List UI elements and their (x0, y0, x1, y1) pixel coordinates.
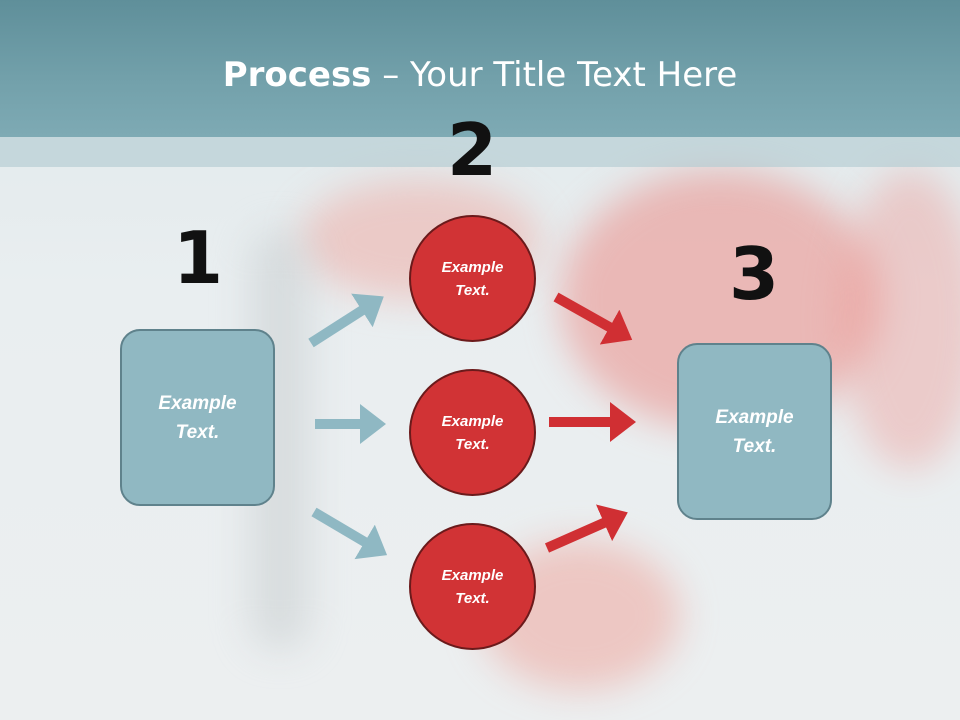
slide-title: Process – Your Title Text Here (0, 52, 960, 98)
process-circle-middle-label: Example Text. (441, 412, 504, 453)
title-band (0, 0, 960, 137)
process-circle-bottom-label: Example Text. (441, 566, 504, 607)
step-number-2: 2 (446, 108, 498, 192)
title-strip (0, 137, 960, 167)
process-box-right: Example Text. (677, 343, 832, 520)
title-rest: – Your Title Text Here (371, 55, 738, 95)
arrow-box-to-circle-bottom (311, 507, 388, 560)
process-box-right-label: Example Text. (715, 406, 794, 457)
step-number-3: 3 (728, 232, 780, 316)
title-bold: Process (222, 55, 372, 95)
process-circle-top: Example Text. (409, 215, 536, 342)
process-circle-bottom: Example Text. (409, 523, 536, 650)
arrow-box-to-circle-top (308, 293, 384, 348)
process-circle-top-label: Example Text. (441, 258, 504, 299)
step-number-1: 1 (172, 216, 224, 300)
arrow-circle-bottom-to-box (544, 504, 628, 553)
background-photo-blob (840, 170, 960, 470)
arrow-circle-top-to-box (553, 292, 633, 345)
process-circle-middle: Example Text. (409, 369, 536, 496)
process-box-left: Example Text. (120, 329, 275, 506)
process-box-left-label: Example Text. (158, 392, 237, 443)
